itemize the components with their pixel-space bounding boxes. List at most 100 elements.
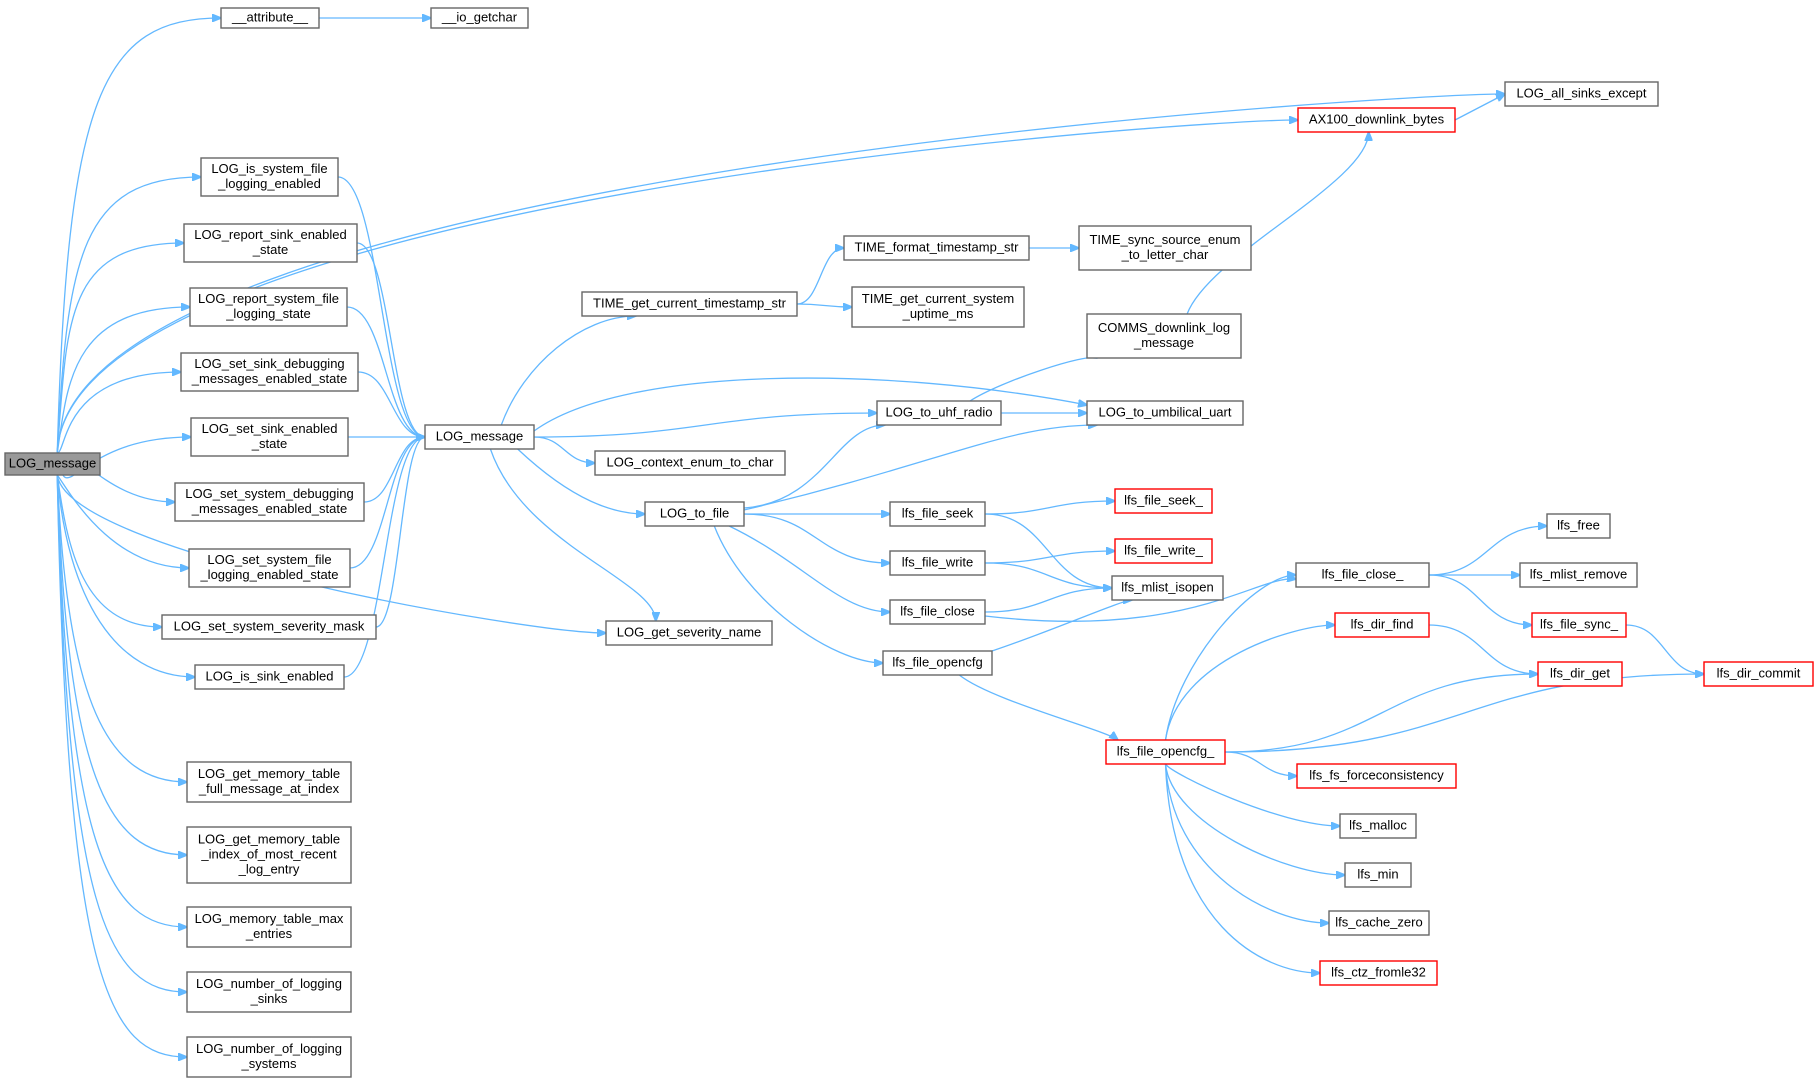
node-box[interactable] [1328,910,1430,936]
node-lfs-malloc[interactable]: lfs_malloc [1339,813,1417,839]
node-box[interactable] [1537,661,1623,687]
node-lfs-file-close[interactable]: lfs_file_close [889,599,986,625]
node-lfs-dir-get[interactable]: lfs_dir_get [1537,661,1623,687]
node-log-message[interactable]: LOG_message [4,452,101,476]
node-log-number-of-logging-sinks[interactable]: LOG_number_of_logging_sinks [186,971,352,1013]
node-lfs-fs-forceconsistency[interactable]: lfs_fs_forceconsistency [1296,763,1457,789]
node-log-report-system-file-logging-state[interactable]: LOG_report_system_file_logging_state [189,287,348,327]
node-lfs-cache-zero[interactable]: lfs_cache_zero [1328,910,1430,936]
node-log-set-system-severity-mask[interactable]: LOG_set_system_severity_mask [161,614,377,640]
node-box[interactable] [1296,763,1457,789]
node-box[interactable] [843,235,1030,261]
node-box[interactable] [183,223,358,263]
node-lfs-mlist-isopen[interactable]: lfs_mlist_isopen [1111,575,1224,601]
node-log-all-sinks-except[interactable]: LOG_all_sinks_except [1504,81,1659,107]
node-lfs-dir-commit[interactable]: lfs_dir_commit [1703,661,1814,687]
node-log-message[interactable]: LOG_message [424,424,535,450]
node-lfs-file-sync[interactable]: lfs_file_sync_ [1531,612,1627,638]
node-time-sync-source-enum-to-letter-char[interactable]: TIME_sync_source_enum_to_letter_char [1078,225,1252,271]
node-box[interactable] [1504,81,1659,107]
node-log-set-sink-enabled-state[interactable]: LOG_set_sink_enabled_state [190,417,349,457]
node-lfs-ctz-fromle32[interactable]: lfs_ctz_fromle32 [1319,960,1438,986]
node-log-context-enum-to-char[interactable]: LOG_context_enum_to_char [594,450,786,476]
node-log-set-sink-debugging-messages-enabled-state[interactable]: LOG_set_sink_debugging_messages_enabled_… [180,352,359,392]
node-box[interactable] [186,971,352,1013]
node-lfs-min[interactable]: lfs_min [1344,862,1412,888]
node-time-format-timestamp-str[interactable]: TIME_format_timestamp_str [843,235,1030,261]
node-attribute[interactable]: __attribute__ [220,7,320,29]
node-box[interactable] [161,614,377,640]
node-box[interactable] [1344,862,1412,888]
node-lfs-file-seek[interactable]: lfs_file_seek_ [1114,488,1213,514]
node-box[interactable] [424,424,535,450]
node-box[interactable] [4,452,101,476]
node-lfs-file-write[interactable]: lfs_file_write_ [1114,538,1213,564]
node-lfs-dir-find[interactable]: lfs_dir_find [1334,612,1430,638]
node-box[interactable] [876,400,1002,426]
node-log-to-umbilical-uart[interactable]: LOG_to_umbilical_uart [1086,400,1244,426]
node-box[interactable] [882,650,993,676]
node-box[interactable] [1531,612,1627,638]
node-io-getchar[interactable]: __io_getchar [430,7,529,29]
node-box[interactable] [1114,488,1213,514]
node-box[interactable] [1105,739,1226,765]
node-box[interactable] [220,7,320,29]
node-box[interactable] [889,501,986,527]
node-box[interactable] [180,352,359,392]
node-box[interactable] [1703,661,1814,687]
node-box[interactable] [889,550,986,576]
node-box[interactable] [594,450,786,476]
node-log-set-system-debugging-messages-enabled-state[interactable]: LOG_set_system_debugging_messages_enable… [174,482,365,522]
node-box[interactable] [190,417,349,457]
node-log-memory-table-max-entries[interactable]: LOG_memory_table_max_entries [186,906,352,948]
node-box[interactable] [174,482,365,522]
node-comms-downlink-log-message[interactable]: COMMS_downlink_log_message [1086,313,1242,359]
node-box[interactable] [851,286,1025,328]
node-box[interactable] [186,1036,352,1078]
node-box[interactable] [1086,313,1242,359]
node-lfs-mlist-remove[interactable]: lfs_mlist_remove [1519,562,1638,588]
node-log-get-severity-name[interactable]: LOG_get_severity_name [605,620,773,646]
node-box[interactable] [186,826,352,884]
node-box[interactable] [1519,562,1638,588]
node-box[interactable] [1295,562,1430,588]
node-box[interactable] [194,664,345,690]
node-lfs-file-opencfg[interactable]: lfs_file_opencfg [882,650,993,676]
node-lfs-file-close[interactable]: lfs_file_close_ [1295,562,1430,588]
node-box[interactable] [186,761,352,803]
node-box[interactable] [1078,225,1252,271]
node-time-get-current-system-uptime-ms[interactable]: TIME_get_current_system_uptime_ms [851,286,1025,328]
node-log-to-file[interactable]: LOG_to_file [644,501,745,527]
node-time-get-current-timestamp-str[interactable]: TIME_get_current_timestamp_str [581,291,798,317]
node-box[interactable] [189,287,348,327]
node-log-to-uhf-radio[interactable]: LOG_to_uhf_radio [876,400,1002,426]
node-log-set-system-file-logging-enabled-state[interactable]: LOG_set_system_file_logging_enabled_stat… [188,548,351,588]
node-log-get-memory-table-index-of-most-recent-log-entry[interactable]: LOG_get_memory_table_index_of_most_recen… [186,826,352,884]
node-log-report-sink-enabled-state[interactable]: LOG_report_sink_enabled_state [183,223,358,263]
node-box[interactable] [605,620,773,646]
node-log-get-memory-table-full-message-at-index[interactable]: LOG_get_memory_table_full_message_at_ind… [186,761,352,803]
node-box[interactable] [1086,400,1244,426]
node-box[interactable] [186,906,352,948]
node-box[interactable] [430,7,529,29]
node-box[interactable] [1319,960,1438,986]
node-box[interactable] [188,548,351,588]
node-box[interactable] [1339,813,1417,839]
node-box[interactable] [1111,575,1224,601]
node-box[interactable] [889,599,986,625]
node-lfs-file-seek[interactable]: lfs_file_seek [889,501,986,527]
node-lfs-free[interactable]: lfs_free [1546,513,1611,539]
node-box[interactable] [644,501,745,527]
node-log-number-of-logging-systems[interactable]: LOG_number_of_logging_systems [186,1036,352,1078]
node-ax100-downlink-bytes[interactable]: AX100_downlink_bytes [1297,107,1456,133]
node-box[interactable] [581,291,798,317]
node-lfs-file-opencfg[interactable]: lfs_file_opencfg_ [1105,739,1226,765]
node-log-is-system-file-logging-enabled[interactable]: LOG_is_system_file_logging_enabled [200,157,339,197]
node-box[interactable] [1546,513,1611,539]
node-box[interactable] [1114,538,1213,564]
node-box[interactable] [1334,612,1430,638]
node-box[interactable] [1297,107,1456,133]
node-lfs-file-write[interactable]: lfs_file_write [889,550,986,576]
node-box[interactable] [200,157,339,197]
node-log-is-sink-enabled[interactable]: LOG_is_sink_enabled [194,664,345,690]
